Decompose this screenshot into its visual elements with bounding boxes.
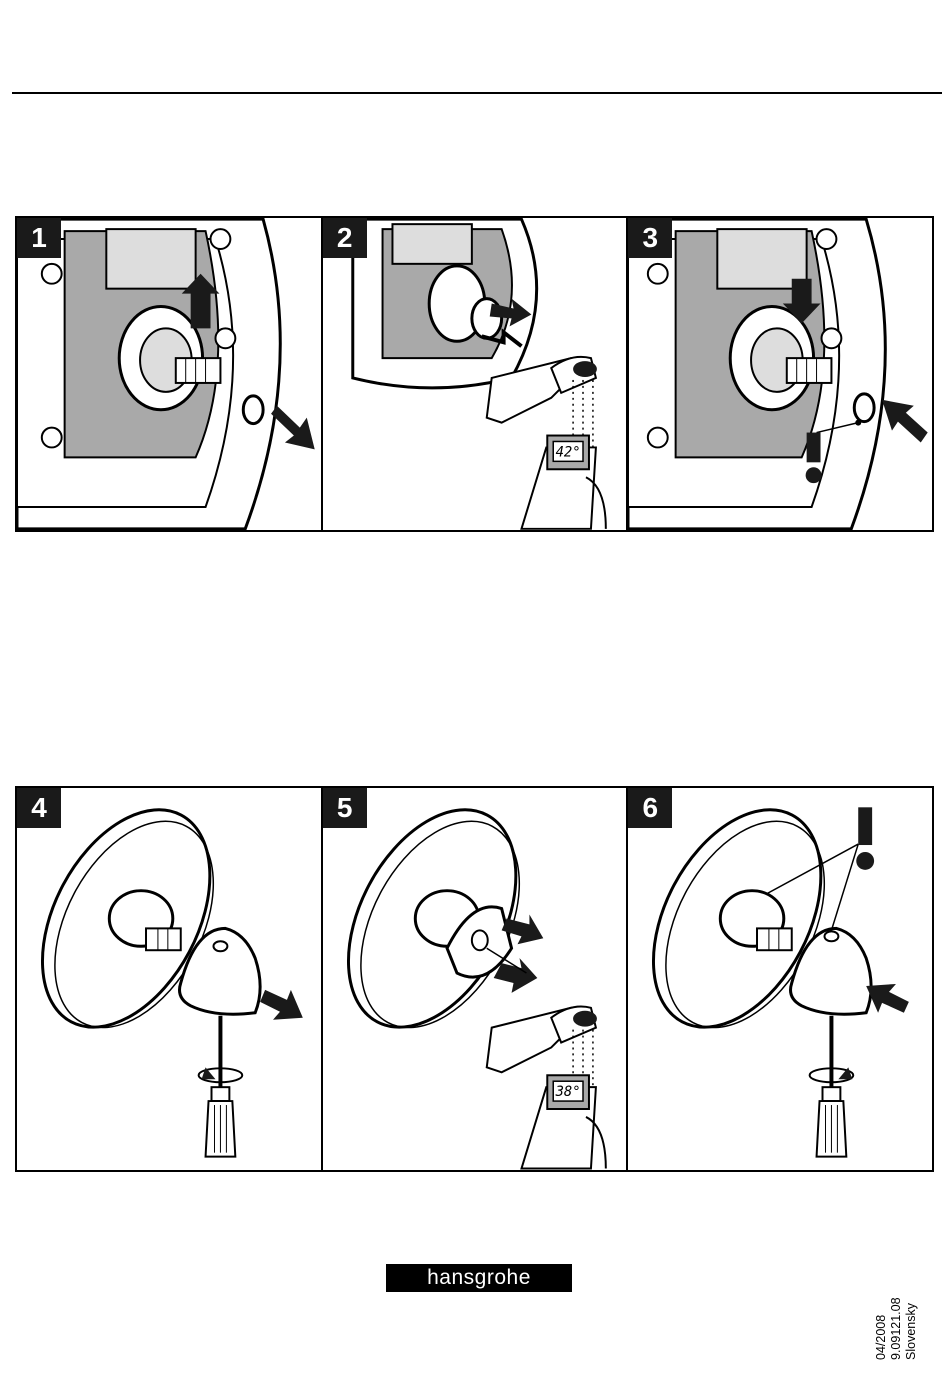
step-panel-3: 3 — [628, 218, 932, 530]
step-panel-4: 4 — [17, 788, 323, 1170]
doc-date: 04/2008 — [874, 1297, 889, 1360]
doc-code: 9.09121.08 — [889, 1297, 904, 1360]
doc-language: Slovensky — [904, 1297, 919, 1360]
step-6-illustration — [628, 788, 932, 1170]
steps-row-1: 1 2 — [15, 216, 934, 532]
steps-row-2: 4 5 — [15, 786, 934, 1172]
step-number-badge: 4 — [17, 788, 61, 828]
document-info: 04/2008 9.09121.08 Slovensky — [874, 1297, 919, 1360]
step-panel-5: 5 38° — [323, 788, 629, 1170]
step-number-badge: 6 — [628, 788, 672, 828]
hansgrohe-logo: hansgrohe — [386, 1264, 572, 1292]
step-number-badge: 1 — [17, 218, 61, 258]
step-panel-2: 2 42° — [323, 218, 629, 530]
step-panel-6: 6 — [628, 788, 932, 1170]
thermometer-display: 38° — [554, 1084, 580, 1100]
step-4-illustration — [17, 788, 321, 1170]
step-number-badge: 3 — [628, 218, 672, 258]
top-rule — [12, 92, 942, 94]
thermometer-display: 42° — [555, 444, 580, 460]
step-panel-1: 1 — [17, 218, 323, 530]
step-3-illustration — [628, 218, 932, 530]
step-number-badge: 5 — [323, 788, 367, 828]
step-2-illustration: 42° — [323, 218, 627, 530]
step-1-illustration — [17, 218, 321, 530]
step-5-illustration: 38° — [323, 788, 627, 1170]
step-number-badge: 2 — [323, 218, 367, 258]
